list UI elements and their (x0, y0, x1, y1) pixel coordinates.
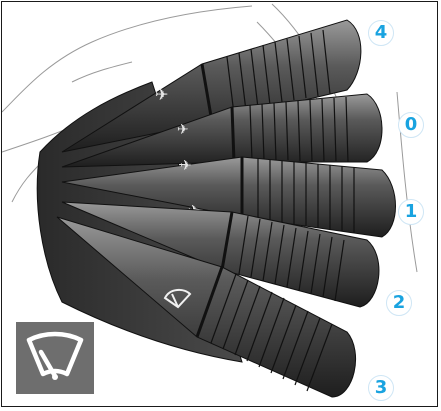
svg-text:✈: ✈ (177, 122, 189, 138)
svg-text:✈: ✈ (155, 85, 168, 104)
position-label-3: 3 (368, 375, 394, 401)
wiper-indicator-box (16, 322, 94, 394)
position-label-0: 0 (398, 112, 424, 138)
svg-text:✈: ✈ (180, 158, 192, 174)
position-label-4: 4 (368, 20, 394, 46)
position-label-2: 2 (386, 290, 412, 316)
diagram-frame: ✈ ✈ ✈ ✈ (1, 1, 438, 407)
windscreen-wiper-icon (23, 330, 87, 386)
position-label-1: 1 (398, 199, 424, 225)
